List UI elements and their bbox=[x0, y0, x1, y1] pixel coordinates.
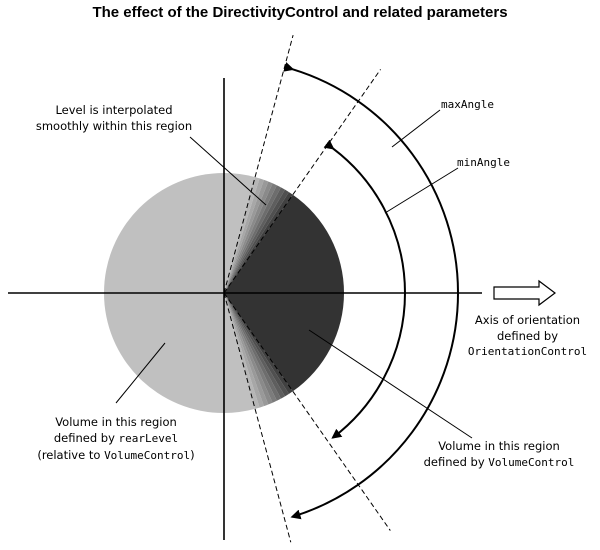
gradient-wedge-top-3 bbox=[224, 181, 273, 293]
gradient-wedge-top-8 bbox=[224, 192, 293, 293]
gradient-wedge-top-4 bbox=[224, 183, 277, 293]
interpolation-region bbox=[224, 177, 293, 409]
gradient-wedge-bottom-3 bbox=[224, 293, 273, 405]
gradient-wedge-top-7 bbox=[224, 189, 289, 293]
gradient-wedge-top-1 bbox=[224, 178, 264, 293]
max-angle-leader bbox=[391, 109, 441, 148]
interp-leader bbox=[189, 136, 267, 206]
gradient-wedge-bottom-6 bbox=[224, 293, 285, 399]
max-angle-boundary-bottom bbox=[223, 292, 292, 543]
rear-label-line1: Volume in this region bbox=[55, 415, 177, 429]
max-angle-arc bbox=[283, 62, 459, 520]
rear-level-wedge-bottom bbox=[224, 293, 256, 413]
front-leader bbox=[308, 329, 473, 439]
axis-label: Axis of orientation defined by Orientati… bbox=[455, 312, 600, 360]
axis-label-line1: Axis of orientation bbox=[474, 313, 581, 327]
gradient-wedge-bottom-5 bbox=[224, 293, 281, 401]
interpolation-label-line1: Level is interpolated bbox=[55, 103, 173, 117]
gradient-wedge-bottom-4 bbox=[224, 293, 277, 403]
rear-level-label: Volume in this region defined by rearLev… bbox=[0, 414, 232, 464]
gradient-wedge-top-5 bbox=[224, 185, 281, 293]
gradient-wedge-bottom-7 bbox=[224, 293, 289, 397]
front-label-line1: Volume in this region bbox=[438, 439, 560, 453]
min-angle-label: minAngle bbox=[457, 156, 510, 169]
orientation-arrow-icon bbox=[493, 279, 556, 307]
min-angle-boundary-top bbox=[223, 69, 381, 294]
min-angle-leader bbox=[384, 167, 459, 214]
rear-label-line3: (relative to VolumeControl) bbox=[0, 447, 232, 464]
rear-label-line3-suffix: ) bbox=[190, 448, 195, 462]
gradient-wedge-bottom-2 bbox=[224, 293, 269, 407]
axis-label-line2: defined by bbox=[496, 329, 559, 343]
max-angle-boundary-top bbox=[223, 34, 294, 294]
interpolation-label-line2: smoothly within this region bbox=[35, 119, 193, 133]
rear-volume-control-param: VolumeControl bbox=[104, 449, 191, 462]
axis-label-line3: OrientationControl bbox=[467, 345, 588, 358]
front-label-line2: defined by VolumeControl bbox=[408, 454, 590, 471]
rear-label-line3-prefix: (relative to bbox=[37, 448, 101, 462]
front-volume-label: Volume in this region defined by VolumeC… bbox=[408, 438, 590, 471]
front-volume-control-param: VolumeControl bbox=[488, 456, 575, 469]
diagram-title: The effect of the DirectivityControl and… bbox=[92, 4, 508, 21]
max-angle-label: maxAngle bbox=[441, 98, 494, 111]
rear-leader bbox=[115, 342, 166, 404]
gradient-wedge-bottom-1 bbox=[224, 293, 264, 408]
gradient-wedge-top-2 bbox=[224, 179, 269, 293]
rear-label-line2: defined by rearLevel bbox=[0, 430, 232, 447]
gradient-wedge-top-6 bbox=[224, 187, 285, 293]
gradient-wedge-bottom-8 bbox=[224, 293, 293, 394]
min-angle-boundary-bottom bbox=[223, 292, 391, 531]
min-angle-arc bbox=[323, 139, 406, 439]
interpolation-label: Level is interpolated smoothly within th… bbox=[28, 102, 200, 134]
rear-label-line2-prefix: defined by bbox=[53, 431, 115, 445]
gradient-wedge-bottom-0 bbox=[224, 293, 260, 409]
rear-level-param: rearLevel bbox=[118, 432, 179, 445]
front-label-line2-prefix: defined by bbox=[423, 455, 485, 469]
rear-level-wedge-top bbox=[224, 173, 256, 293]
gradient-wedge-top-0 bbox=[224, 177, 260, 293]
